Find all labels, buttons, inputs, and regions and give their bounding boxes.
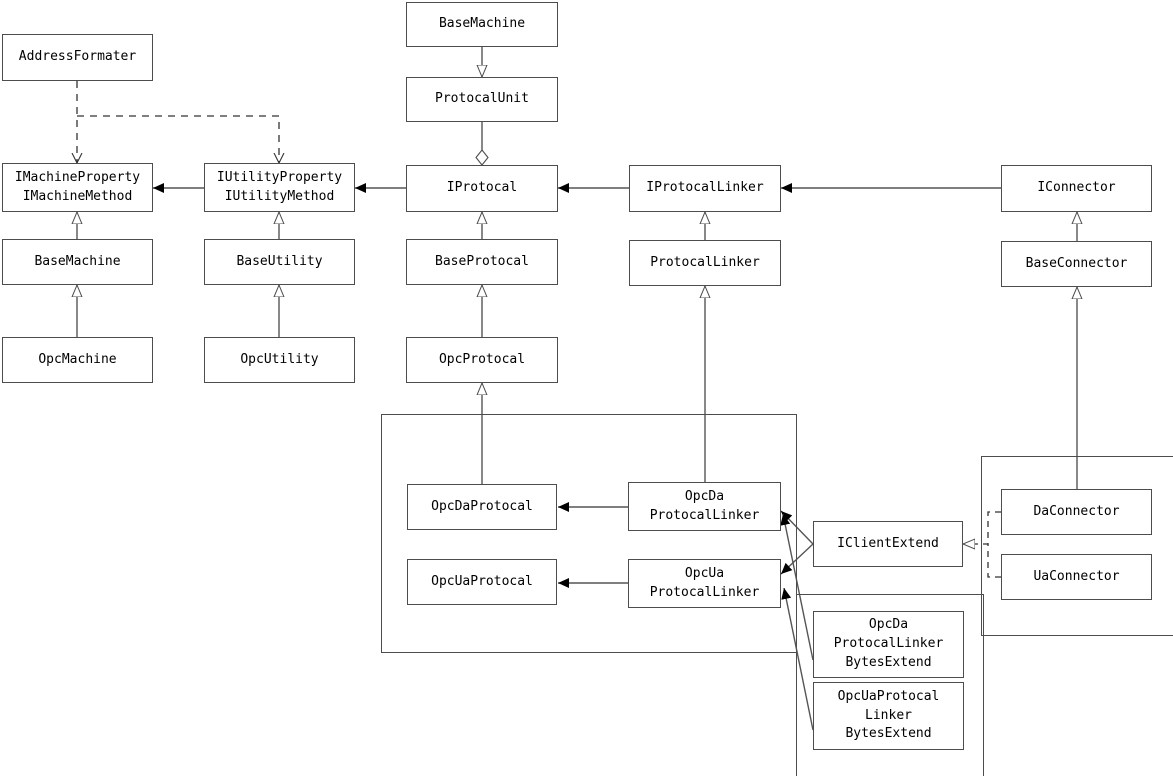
class-node-ua-connector[interactable]: UaConnector xyxy=(1001,554,1152,600)
class-node-opc-ua-protocal-linker-bytes-extend[interactable]: OpcUaProtocal Linker BytesExtend xyxy=(813,682,964,750)
class-node-iclient-extend[interactable]: IClientExtend xyxy=(813,521,963,567)
class-node-protocal-linker[interactable]: ProtocalLinker xyxy=(629,240,781,286)
class-node-base-machine-left[interactable]: BaseMachine xyxy=(2,239,153,285)
class-node-imachine-property-method[interactable]: IMachineProperty IMachineMethod xyxy=(2,163,153,212)
class-node-opc-da-protocal-linker[interactable]: OpcDa ProtocalLinker xyxy=(628,482,781,531)
class-node-protocal-unit[interactable]: ProtocalUnit xyxy=(406,77,558,122)
class-node-da-connector[interactable]: DaConnector xyxy=(1001,489,1152,535)
class-node-base-utility[interactable]: BaseUtility xyxy=(204,239,355,285)
class-node-iprotocal[interactable]: IProtocal xyxy=(406,165,558,212)
class-node-opc-protocal[interactable]: OpcProtocal xyxy=(406,337,558,383)
class-node-base-machine-top[interactable]: BaseMachine xyxy=(406,2,558,47)
class-node-opc-da-protocal-linker-bytes-extend[interactable]: OpcDa ProtocalLinker BytesExtend xyxy=(813,611,964,678)
class-node-base-connector[interactable]: BaseConnector xyxy=(1001,241,1152,287)
class-node-opc-da-protocal[interactable]: OpcDaProtocal xyxy=(407,484,557,530)
class-node-opc-ua-protocal-linker[interactable]: OpcUa ProtocalLinker xyxy=(628,559,781,608)
class-node-opc-machine[interactable]: OpcMachine xyxy=(2,337,153,383)
class-node-base-protocal[interactable]: BaseProtocal xyxy=(406,239,558,285)
class-node-opc-utility[interactable]: OpcUtility xyxy=(204,337,355,383)
group-protocal-impl xyxy=(381,414,797,653)
class-node-iconnector[interactable]: IConnector xyxy=(1001,165,1152,212)
class-node-iutility-property-method[interactable]: IUtilityProperty IUtilityMethod xyxy=(204,163,355,212)
group-connectors xyxy=(981,456,1173,636)
class-node-opc-ua-protocal[interactable]: OpcUaProtocal xyxy=(407,559,557,605)
class-node-iprotocal-linker[interactable]: IProtocalLinker xyxy=(629,165,781,212)
class-node-address-formater[interactable]: AddressFormater xyxy=(2,34,153,81)
